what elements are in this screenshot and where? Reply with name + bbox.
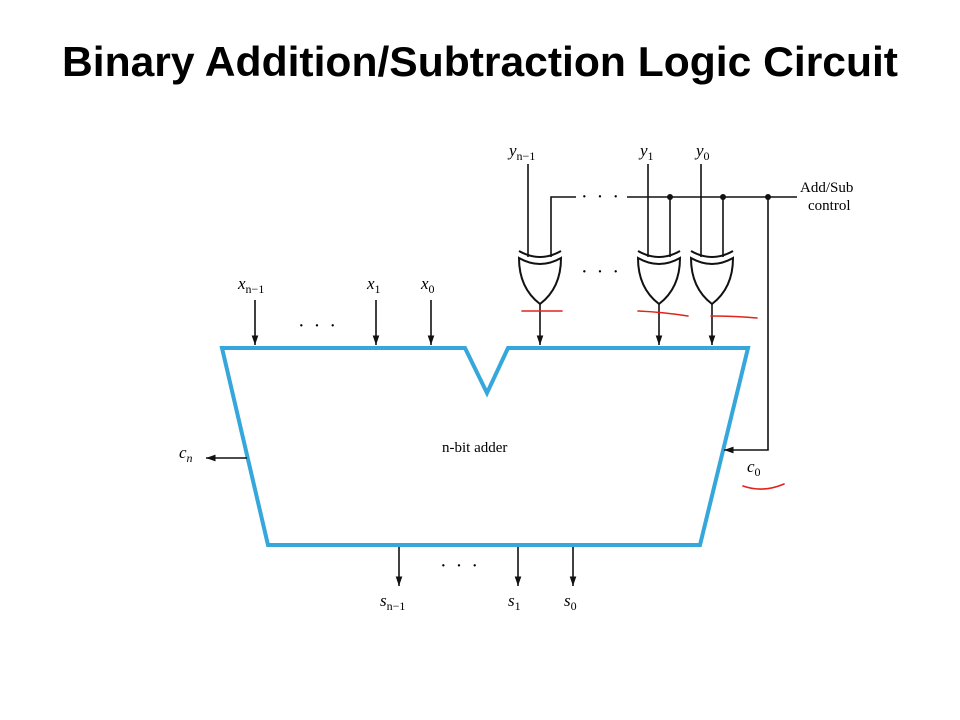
junction-dots	[667, 194, 771, 200]
label-var: y	[507, 141, 517, 160]
label-s0: s0	[564, 591, 577, 613]
label-s1: s1	[508, 591, 521, 613]
carry-in-wire	[724, 197, 769, 454]
label-subscript: 0	[704, 149, 710, 163]
label-subscript: 1	[515, 599, 521, 613]
label-var: s	[564, 591, 571, 610]
label-subscript: n−1	[387, 599, 406, 613]
label-subscript: 0	[429, 282, 435, 296]
ellipsis-x-inputs: · · ·	[298, 315, 338, 337]
annotation-mark-carry-in	[742, 483, 785, 490]
ellipsis-outputs: · · ·	[440, 555, 480, 577]
xor-gate-n-minus-1	[517, 250, 563, 306]
add-sub-control-line-left	[550, 196, 576, 257]
junction-dot	[720, 194, 726, 200]
label-carry-out: cn	[179, 443, 193, 465]
label-x-n-minus-1: xn−1	[237, 274, 264, 296]
xor-gate-0	[689, 250, 735, 306]
xor-gate-input-curve	[518, 250, 562, 258]
xor-gate-body	[517, 256, 563, 306]
label-y-n-minus-1: yn−1	[507, 141, 535, 163]
adder-block	[219, 346, 751, 547]
label-subscript: n−1	[517, 149, 536, 163]
label-var: x	[237, 274, 246, 293]
label-carry-in: c0	[747, 457, 761, 479]
junction-dot	[667, 194, 673, 200]
label-x0: x0	[420, 274, 435, 296]
label-subscript: 0	[571, 599, 577, 613]
label-subscript: n	[187, 451, 193, 465]
label-subscript: 1	[648, 149, 654, 163]
label-y0: y0	[694, 141, 710, 163]
label-var: c	[747, 457, 755, 476]
label-subscript: n−1	[246, 282, 265, 296]
annotation-marks	[521, 310, 785, 490]
xor-gate-input-curve	[637, 250, 681, 258]
control-label: control	[808, 198, 851, 214]
ellipsis-control-line: · · ·	[581, 186, 621, 208]
label-subscript: 1	[375, 282, 381, 296]
label-var: y	[694, 141, 704, 160]
label-subscript: 0	[755, 465, 761, 479]
xor-gate-1	[636, 250, 682, 306]
xor-gate-input-curve	[690, 250, 734, 258]
label-var: x	[420, 274, 429, 293]
ellipsis-gates: · · ·	[581, 261, 621, 283]
annotation-mark-gate-0	[710, 315, 758, 319]
add-sub-label: Add/Sub	[800, 180, 853, 196]
slide-title: Binary Addition/Subtraction Logic Circui…	[62, 38, 898, 85]
label-x1: x1	[366, 274, 381, 296]
xor-gate-body	[689, 256, 735, 306]
junction-dot	[765, 194, 771, 200]
adder-label: n-bit adder	[442, 440, 507, 456]
xor-gate-body	[636, 256, 682, 306]
label-s-n-minus-1: sn−1	[380, 591, 405, 613]
label-var: c	[179, 443, 187, 462]
label-var: s	[508, 591, 515, 610]
wires	[206, 164, 797, 586]
annotation-mark-gate-1	[637, 310, 689, 317]
label-var: x	[366, 274, 375, 293]
label-var: y	[638, 141, 648, 160]
label-y1: y1	[638, 141, 654, 163]
label-var: s	[380, 591, 387, 610]
